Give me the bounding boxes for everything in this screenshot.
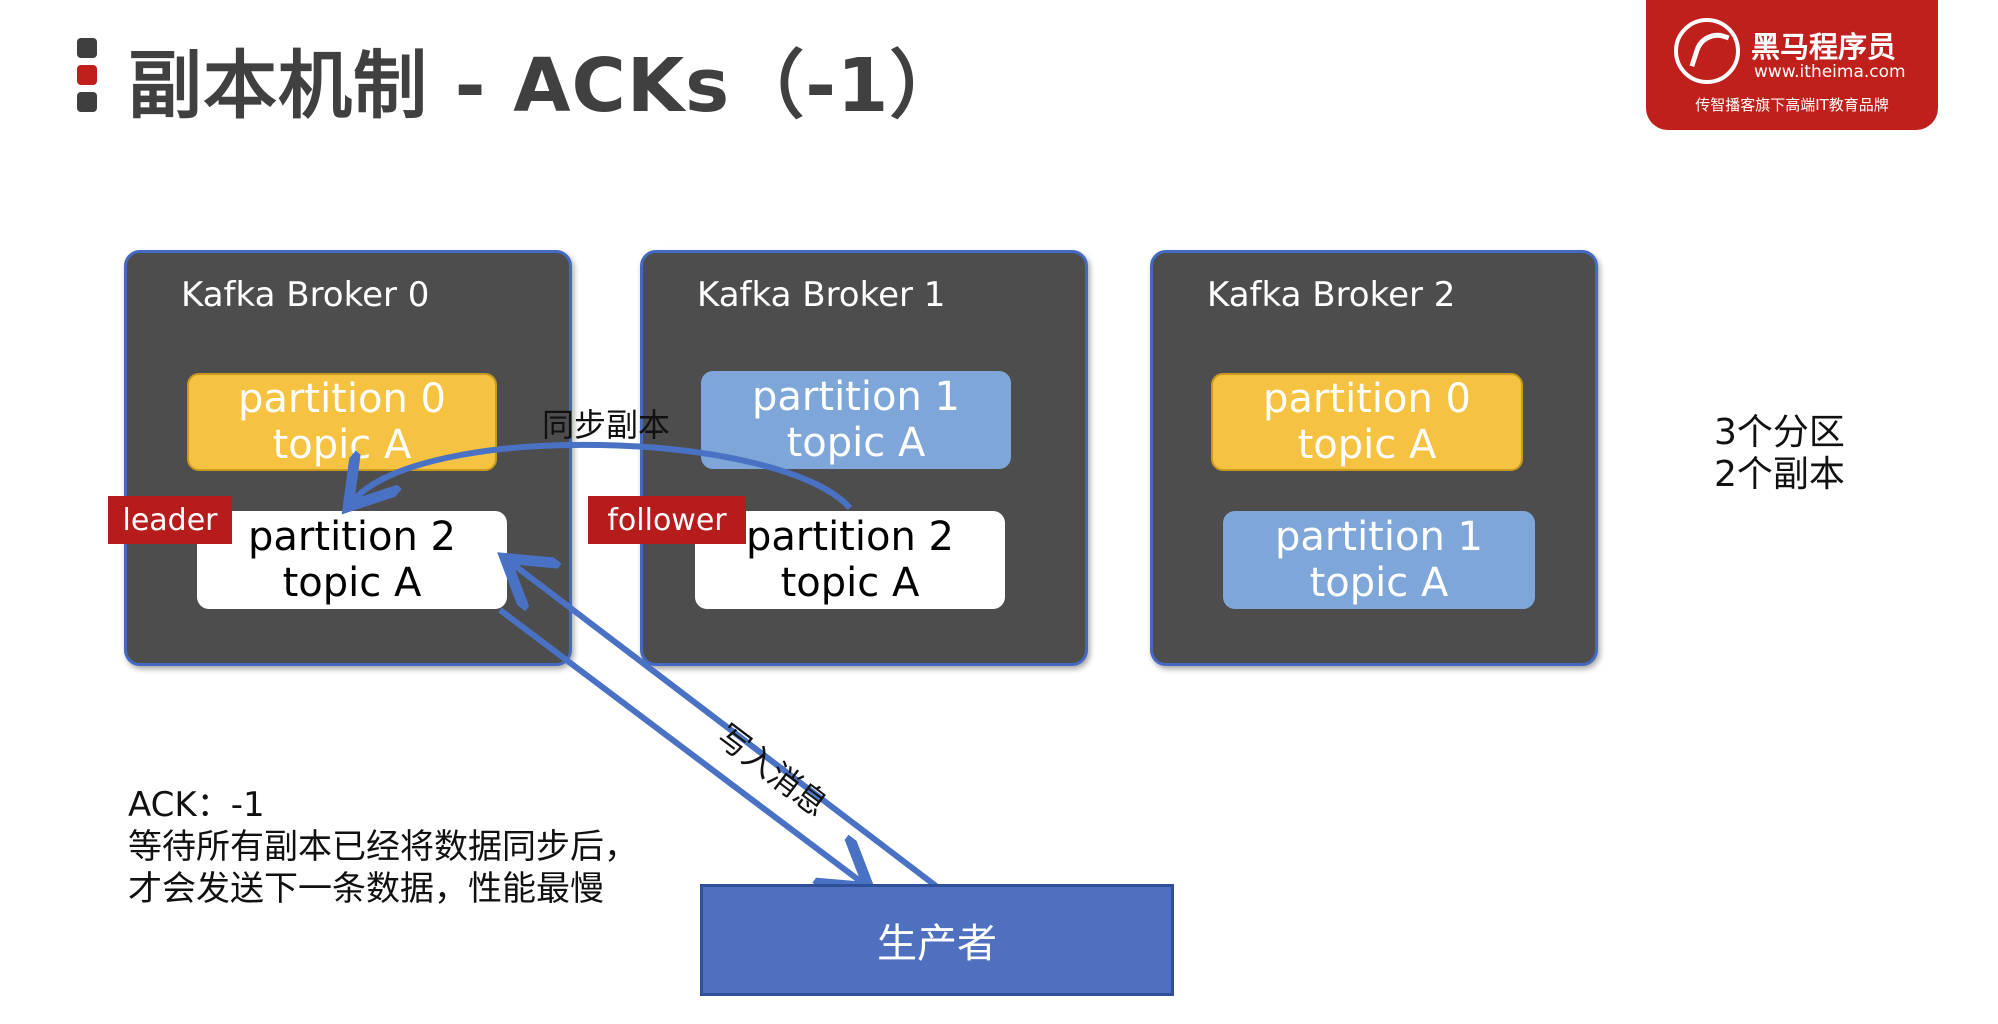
producer-box: 生产者: [700, 884, 1174, 996]
replica-count: 2个副本: [1714, 454, 1845, 495]
topic-label: topic A: [282, 560, 422, 606]
partition-2-box: partition 2 topic A: [197, 511, 507, 609]
horse-logo-icon: [1674, 18, 1740, 84]
logo-name: 黑马程序员: [1751, 30, 1897, 64]
bullet-icon: [77, 65, 97, 85]
title-bullets: [77, 38, 97, 119]
partition-0-box: partition 0 topic A: [1211, 373, 1523, 471]
ack-arrow: [498, 607, 864, 884]
brand-logo: 黑马程序员 www.itheima.com 传智播客旗下高端IT教育品牌: [1646, 0, 1938, 130]
partition-count: 3个分区: [1714, 412, 1845, 453]
partition-label: partition 0: [238, 376, 446, 422]
broker-title: Kafka Broker 1: [697, 275, 946, 315]
partition-label: partition 0: [1263, 376, 1471, 422]
broker-title: Kafka Broker 2: [1207, 275, 1456, 315]
ack-description: ACK：-1 等待所有副本已经将数据同步后， 才会发送下一条数据，性能最慢: [128, 784, 638, 910]
page-title: 副本机制 - ACKs（-1）: [128, 43, 965, 129]
logo-url: www.itheima.com: [1754, 62, 1906, 82]
bullet-icon: [77, 92, 97, 112]
ack-desc-line: 才会发送下一条数据，性能最慢: [128, 869, 604, 909]
topic-label: topic A: [1297, 422, 1437, 468]
follower-tag: follower: [588, 496, 746, 544]
leader-tag: leader: [108, 496, 232, 544]
bullet-icon: [77, 38, 97, 58]
partition-label: partition 2: [248, 514, 456, 560]
sync-label: 同步副本: [542, 406, 671, 444]
partition-label: partition 2: [746, 514, 954, 560]
broker-2: Kafka Broker 2 partition 0 topic A parti…: [1150, 250, 1598, 666]
topic-label: topic A: [1309, 560, 1449, 606]
logo-slogan: 传智播客旗下高端IT教育品牌: [1695, 96, 1889, 114]
partition-2-box: partition 2 topic A: [695, 511, 1005, 609]
partition-0-box: partition 0 topic A: [187, 373, 497, 471]
topic-label: topic A: [780, 560, 920, 606]
partition-label: partition 1: [752, 374, 960, 420]
ack-desc-line: 等待所有副本已经将数据同步后，: [128, 827, 638, 867]
write-arrow: [510, 562, 938, 889]
ack-value: ACK：-1: [128, 785, 265, 825]
topic-label: topic A: [786, 420, 926, 466]
broker-title: Kafka Broker 0: [181, 275, 430, 315]
partition-1-box: partition 1 topic A: [1223, 511, 1535, 609]
replica-note: 3个分区 2个副本: [1714, 412, 1845, 496]
sync-arrow: [352, 441, 853, 508]
partition-label: partition 1: [1275, 514, 1483, 560]
partition-1-box: partition 1 topic A: [701, 371, 1011, 469]
